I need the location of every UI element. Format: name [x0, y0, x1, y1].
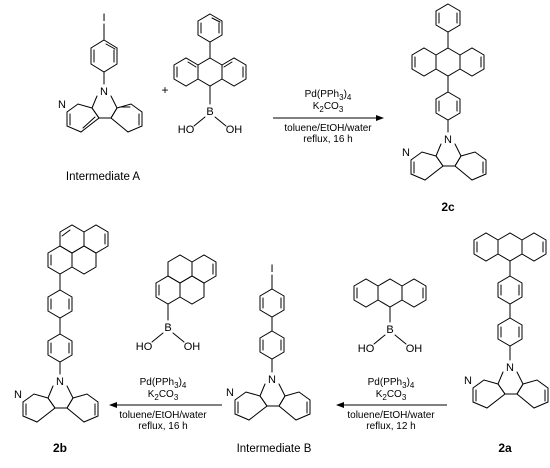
2b-carbazole-nitrogen: N — [56, 376, 64, 388]
hydroxyl-left: HO — [178, 124, 195, 136]
phenyl-ring — [197, 13, 223, 43]
conditions-1: reflux, 16 h — [303, 134, 352, 145]
iodophenyl-ring — [90, 39, 118, 73]
label-intermediate-a: Intermediate A — [66, 171, 140, 183]
intermediate-b-structure: I N N — [226, 263, 311, 421]
reagent-catalyst-3: Pd(PPh3)4 — [368, 377, 415, 390]
solvent-1: toluene/EtOH/water — [284, 123, 372, 134]
pyrene-boronic-acid-structure: B HO OH — [136, 254, 217, 353]
compound-2a-structure: N N — [464, 232, 549, 409]
label-intermediate-b: Intermediate B — [237, 443, 312, 455]
2a-carbazole-nitrogen: N — [506, 362, 514, 374]
carbazole-nitrogen: N — [100, 86, 108, 98]
hydroxyl-right: OH — [226, 124, 243, 136]
intermediate-b-carbazole-nitrogen: N — [268, 374, 276, 386]
intermediate-a-structure: I N N — [58, 12, 143, 133]
anthracene-boronic-acid-structure: B HO OH — [353, 278, 427, 355]
boron-atom: B — [206, 106, 213, 118]
compound-2c-structure: N N — [402, 3, 487, 181]
2a-pyridine-nitrogen: N — [464, 375, 472, 387]
anthracene-boron-atom: B — [386, 324, 393, 336]
reaction-arrow-1: Pd(PPh3)4 K2CO3 toluene/EtOH/water reflu… — [273, 89, 384, 145]
benzo-ring — [110, 103, 143, 133]
reagent-base-1: K2CO3 — [313, 101, 344, 114]
reagent-base-3: K2CO3 — [376, 389, 407, 402]
anthracene-hydroxyl-right: OH — [406, 343, 423, 355]
2c-carbazole-nitrogen: N — [444, 134, 452, 146]
pyrene-hydroxyl-right: OH — [184, 341, 201, 353]
2b-pyridine-nitrogen: N — [14, 389, 22, 401]
solvent-2: toluene/EtOH/water — [119, 410, 207, 421]
label-2b: 2b — [53, 441, 67, 455]
intermediate-b-pyridine-nitrogen: N — [226, 387, 234, 399]
pyridine-ring — [66, 103, 100, 133]
iodine-atom: I — [102, 12, 105, 24]
solvent-3: toluene/EtOH/water — [347, 410, 435, 421]
label-2a: 2a — [498, 441, 512, 455]
label-2c: 2c — [441, 200, 455, 214]
reaction-arrow-3: Pd(PPh3)4 K2CO3 toluene/EtOH/water reflu… — [336, 377, 447, 432]
compound-2b-structure: N N — [14, 224, 109, 423]
anthracene-hydroxyl-left: HO — [358, 343, 375, 355]
pyrene-boron-atom: B — [164, 322, 171, 334]
intermediate-b-iodine: I — [270, 263, 273, 275]
reagent-catalyst-1: Pd(PPh3)4 — [305, 89, 352, 102]
pyrene-hydroxyl-left: HO — [136, 341, 153, 353]
conditions-3: reflux, 12 h — [366, 421, 415, 432]
reagent-catalyst-2: Pd(PPh3)4 — [140, 377, 187, 390]
reaction-arrow-2: Pd(PPh3)4 K2CO3 toluene/EtOH/water reflu… — [109, 377, 222, 432]
reagent-base-2: K2CO3 — [148, 389, 179, 402]
plus-sign: + — [161, 83, 168, 97]
2c-pyridine-nitrogen: N — [402, 147, 410, 159]
pyridine-nitrogen: N — [58, 99, 66, 111]
phenylanthracene-boronic-acid-structure: B HO OH — [173, 13, 247, 136]
conditions-2: reflux, 16 h — [138, 421, 187, 432]
